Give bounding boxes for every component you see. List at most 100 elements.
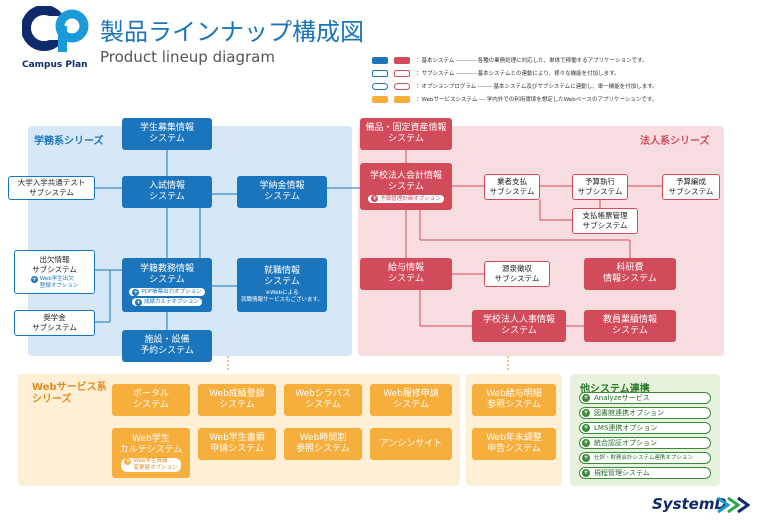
web-item-label: Web成績登録 システム <box>209 389 265 410</box>
other-item-analyze[interactable]: + Analyzeサービス <box>579 392 711 404</box>
web-jikanwari-system[interactable]: Web時間割 参照システム <box>284 428 362 460</box>
nyushi-label: 入試情報 システム <box>148 181 185 202</box>
kakenhi-label: 科研費 情報システム <box>603 263 657 284</box>
web-karte-option-label: Web学生情報 変更届オプション <box>133 458 178 471</box>
legend-swatch-orange-opt <box>394 96 410 103</box>
pdf-option[interactable]: +PDF帳票出力オプション <box>129 288 205 296</box>
anshin-site[interactable]: アンシンサイト <box>370 428 452 460</box>
bihin-kotei-shisan-system[interactable]: 備品・固定資産情報 システム <box>360 118 452 150</box>
gyosha-label: 業者支払 サブシステム <box>489 177 535 196</box>
web-rishu-system[interactable]: Web履修申請 システム <box>370 384 452 416</box>
plus-icon: + <box>582 409 590 417</box>
kyotsu-test-subsystem[interactable]: 大学入学共通テスト サブシステム <box>8 176 95 200</box>
campus-plan-logo: Campus Plan <box>21 5 92 70</box>
jinji-label: 学校法人人事情報 システム <box>482 315 555 336</box>
legend-label-basic: ：基本システム ---------- 各種の業務処理に対応した、単体で稼働するア… <box>416 58 648 64</box>
yosan-kanri-option-label: 予算管理計画オプション <box>380 195 441 202</box>
plus-icon: + <box>582 394 590 402</box>
gakuseki-kyomu-label: 学籍教務情報 システム <box>139 264 194 285</box>
gakunokin-label: 学納金情報 システム <box>259 181 305 202</box>
kyoin-gyoseki-system[interactable]: 教員業績情報 システム <box>584 310 676 342</box>
other-series-label: 他システム連携 <box>580 384 650 395</box>
page-title: 製品ラインナップ構成図 <box>100 18 364 46</box>
page-subtitle: Product lineup diagram <box>100 48 275 66</box>
yosan-shikko-subsystem[interactable]: 予算執行 サブシステム <box>572 174 628 200</box>
web-syllabus-system[interactable]: Webシラバス システム <box>284 384 362 416</box>
systemd-brand: SystemD <box>652 495 727 513</box>
legend: ：基本システム ---------- 各種の業務処理に対応した、単体で稼働するア… <box>372 56 752 108</box>
other-item-label: 規程管理システム <box>594 469 650 477</box>
gakusei-boshu-system[interactable]: 学生募集情報 システム <box>122 118 212 150</box>
yosan-hensei-label: 予算編成 サブシステム <box>668 177 714 196</box>
kyoin-label: 教員業績情報 システム <box>602 315 657 336</box>
jinji-system[interactable]: 学校法人人事情報 システム <box>472 310 566 342</box>
other-item-library[interactable]: + 図書館連携オプション <box>579 407 711 419</box>
nyushi-system[interactable]: 入試情報 システム <box>122 176 212 208</box>
web-item-label: ポータル システム <box>132 389 169 410</box>
shukketsu-option[interactable]: + Web学生出欠 登録オプション <box>30 275 78 290</box>
other-item-auth[interactable]: + 統合認証オプション <box>579 437 711 449</box>
web-item-label: Web履修申請 システム <box>383 389 439 410</box>
web-item-label: Webシラバス システム <box>295 389 351 410</box>
other-item-lms[interactable]: + LMS連携オプション <box>579 422 711 434</box>
plus-icon: + <box>134 298 142 306</box>
gyosha-shiharai-subsystem[interactable]: 業者支払 サブシステム <box>484 174 540 200</box>
yosan-shikko-label: 予算執行 サブシステム <box>577 177 623 196</box>
web-karte-system[interactable]: Web学生 カルテシステム +Web学生情報 変更届オプション <box>112 428 190 478</box>
gensen-label: 源泉徴収 サブシステム <box>494 264 540 283</box>
web-seiseki-system[interactable]: Web成績登録 システム <box>198 384 276 416</box>
legend-label-option: ：オプションプログラム ------- 基本システム及びサブシステムに連動し、単… <box>416 84 658 90</box>
gakuseki-kyomu-system[interactable]: 学籍教務情報 システム +PDF帳票出力オプション +成績カルテオプション <box>122 258 212 312</box>
kyuyo-system[interactable]: 給与情報 システム <box>360 258 452 290</box>
other-item-label: 統合認証オプション <box>594 439 657 447</box>
web-series-label: Webサービス系 シリーズ <box>32 382 107 405</box>
legend-swatch-blue-opt <box>372 83 388 90</box>
other-item-accounting[interactable]: +仕訳・財務会計システム連携オプション <box>579 452 711 464</box>
gakko-hojin-kaikei-system[interactable]: 学校法人会計情報 システム +予算管理計画オプション <box>360 163 452 210</box>
other-item-label: LMS連携オプション <box>594 424 658 432</box>
seiseki-karte-option[interactable]: +成績カルテオプション <box>131 298 202 306</box>
gensen-chosyu-subsystem[interactable]: 源泉徴収 サブシステム <box>484 261 550 287</box>
kaikei-label: 学校法人会計情報 システム <box>369 170 442 192</box>
web-kyuyo-meisai-system[interactable]: Web給与明細 参照システム <box>472 384 556 416</box>
web-nenmatsu-system[interactable]: Web年末調整 申告システム <box>472 428 556 460</box>
cp-logo-mark-icon <box>21 5 89 52</box>
other-item-kitei[interactable]: + 規程管理システム <box>579 467 711 479</box>
shushoku-system[interactable]: 就職情報 システム ※Webによる 就職情報サービスもございます。 <box>237 258 327 312</box>
systemd-arrow-icon <box>717 496 750 514</box>
web-portal-system[interactable]: ポータル システム <box>112 384 190 416</box>
shogakukin-label: 奨学金 サブシステム <box>32 313 77 332</box>
kakenhi-system[interactable]: 科研費 情報システム <box>584 258 676 290</box>
systemd-logo: SystemD <box>652 494 752 520</box>
other-item-label: Analyzeサービス <box>594 394 650 402</box>
plus-icon: + <box>582 439 590 447</box>
shisetsu-yoyaku-label: 施設・設備 予約システム <box>140 335 194 356</box>
other-item-label: 図書館連携オプション <box>594 409 664 417</box>
academic-series-label: 学務系シリーズ <box>34 136 104 147</box>
plus-icon: + <box>132 288 140 296</box>
shisetsu-yoyaku-system[interactable]: 施設・設備 予約システム <box>122 330 212 362</box>
shogakukin-subsystem[interactable]: 奨学金 サブシステム <box>14 310 95 336</box>
gakusei-boshu-label: 学生募集情報 システム <box>139 123 194 144</box>
legend-swatch-red <box>394 57 410 64</box>
brand-name: Campus Plan <box>22 60 88 70</box>
plus-icon: + <box>30 275 38 283</box>
web-karte-option[interactable]: +Web学生情報 変更届オプション <box>121 458 181 472</box>
plus-icon: + <box>582 424 590 432</box>
yosan-kanri-option[interactable]: +予算管理計画オプション <box>368 194 444 203</box>
gakunokin-system[interactable]: 学納金情報 システム <box>237 176 327 208</box>
plus-icon: + <box>124 458 132 465</box>
legend-label-sub: ：サブシステム ---------- 基本システムとの連動により、様々な機能を付… <box>416 71 620 77</box>
web-item-label: Web学生 カルテシステム <box>119 434 183 455</box>
legend-swatch-red-opt <box>394 83 410 90</box>
shiharai-choyo-subsystem[interactable]: 支払帳票管理 サブシステム <box>572 208 638 234</box>
plus-icon: + <box>582 469 590 477</box>
shushoku-label: 就職情報 システム <box>263 266 300 287</box>
web-shorui-system[interactable]: Web学生書類 申請システム <box>198 428 276 460</box>
bihin-label: 備品・固定資産情報 システム <box>365 123 447 144</box>
web-item-label: アンシンサイト <box>379 438 443 449</box>
yosan-hensei-subsystem[interactable]: 予算編成 サブシステム <box>662 174 720 200</box>
shukketsu-subsystem[interactable]: 出欠情報 サブシステム + Web学生出欠 登録オプション <box>14 250 95 294</box>
kyotsu-test-label: 大学入学共通テスト サブシステム <box>17 178 86 197</box>
